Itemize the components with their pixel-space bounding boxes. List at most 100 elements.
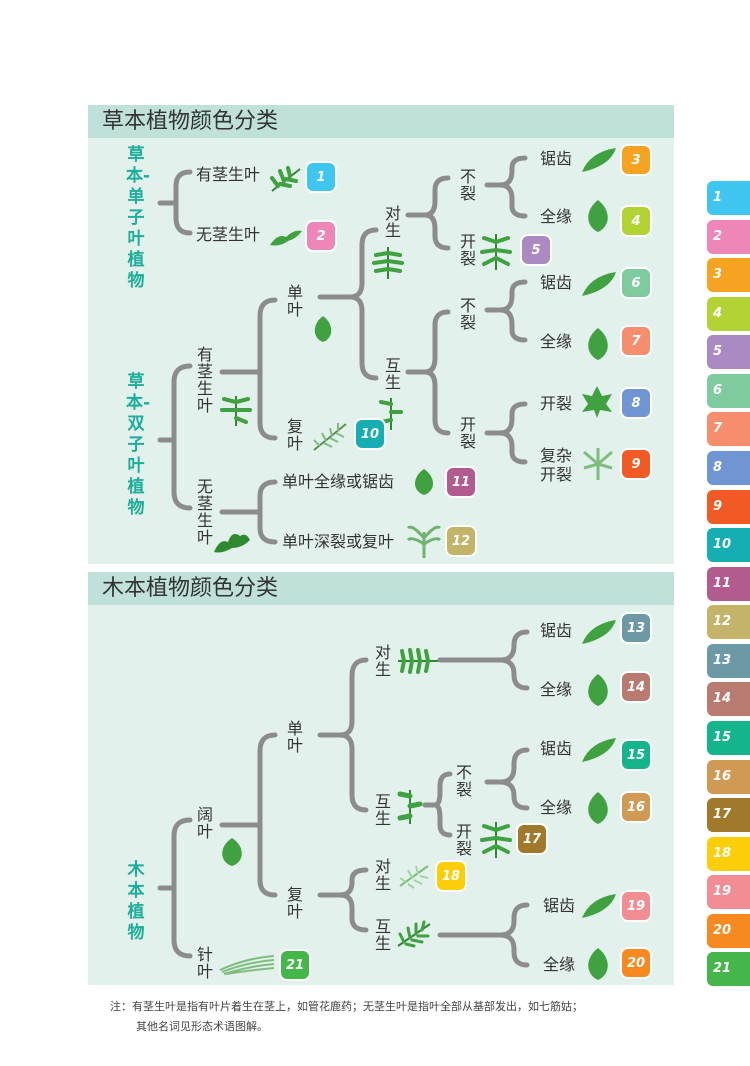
connector [484, 747, 530, 811]
sprig-icon [313, 423, 347, 451]
serrate-label: 锯齿 [540, 149, 573, 168]
opposite-label: 对生 [384, 204, 401, 240]
sprig-icon [397, 920, 431, 948]
herb-section-body [88, 138, 674, 564]
serrate-label: 锯齿 [543, 896, 576, 915]
simple-leaf-label: 单叶 [286, 283, 303, 319]
color-badge-19: 19 [622, 892, 650, 920]
color-index-tab-10[interactable]: 10 [707, 528, 750, 562]
color-index-tab-19[interactable]: 19 [707, 875, 750, 909]
color-index-tab-4[interactable]: 4 [707, 297, 750, 331]
not-split-label: 不裂 [459, 296, 476, 332]
color-index-tab-16[interactable]: 16 [707, 760, 750, 794]
connector [219, 479, 278, 545]
color-badge-16: 16 [622, 793, 650, 821]
herb-section-heading: 草本植物颜色分类 [88, 105, 674, 138]
dicot-stem-leaf-label: 有茎生叶 [196, 345, 213, 415]
color-index-tab-20[interactable]: 20 [707, 914, 750, 948]
serrate-label: 锯齿 [540, 273, 573, 292]
connector [437, 902, 530, 968]
tab-label: 草本-双子叶植物 [322, 38, 441, 57]
color-index-tab-21[interactable]: 21 [707, 952, 750, 986]
connector [317, 867, 369, 933]
tab-herb-dicot[interactable]: 草本-双子叶植物 [258, 0, 505, 61]
sprig-icon [582, 386, 612, 418]
split-label: 开裂 [459, 415, 476, 451]
alternate-label: 互生 [374, 792, 391, 828]
color-badge-17: 17 [518, 825, 546, 853]
sprig-icon [214, 534, 250, 553]
entire-label: 全缘 [540, 332, 573, 351]
color-index-tab-7[interactable]: 7 [707, 412, 750, 446]
leaf-icon [415, 469, 433, 495]
color-index-tab-8[interactable]: 8 [707, 451, 750, 485]
color-badge-1: 1 [307, 163, 335, 191]
connector [405, 175, 451, 251]
color-badge-12: 12 [447, 527, 475, 555]
complex-cleft-label: 复杂开裂 [540, 446, 573, 484]
tab-herb-monocot[interactable]: 草本-单子叶植物 [0, 0, 253, 61]
connector [484, 401, 528, 465]
compound-leaf-label: 复叶 [286, 885, 303, 921]
sprig-icon [406, 525, 442, 558]
color-index-tab-14[interactable]: 14 [707, 682, 750, 716]
color-index-tab-17[interactable]: 17 [707, 798, 750, 832]
connector [219, 732, 278, 898]
monocot-title: 草本-单子叶植物 [126, 145, 151, 291]
opposite-label: 对生 [374, 857, 391, 893]
color-badge-5: 5 [522, 236, 550, 264]
not-split-label: 不裂 [455, 763, 472, 799]
color-index-tab-15[interactable]: 15 [707, 721, 750, 755]
color-index-tab-13[interactable]: 13 [707, 644, 750, 678]
connector [157, 169, 193, 236]
wood-section-heading: 木本植物颜色分类 [88, 572, 674, 605]
color-badge-3: 3 [622, 146, 650, 174]
color-index-tab-18[interactable]: 18 [707, 837, 750, 871]
connector [405, 309, 451, 436]
connector [422, 771, 453, 838]
split-label: 开裂 [455, 822, 472, 858]
wood-section-body [88, 605, 674, 985]
color-badge-14: 14 [622, 673, 650, 701]
sprig-icon [372, 247, 404, 279]
simple-leaf-label: 单叶 [286, 719, 303, 755]
broadleaf-label: 阔叶 [196, 805, 213, 841]
sprig-icon [480, 234, 512, 270]
color-index-tab-6[interactable]: 6 [707, 374, 750, 408]
dicot-title: 草本-双子叶植物 [126, 372, 151, 518]
sprig-icon [582, 148, 616, 172]
compound-leaf-label: 复叶 [286, 417, 303, 453]
color-index-tab-2[interactable]: 2 [707, 220, 750, 254]
no-stem-leaf-label: 无茎生叶 [196, 225, 261, 244]
tab-label: 木本植物 [597, 38, 662, 57]
not-split-label: 不裂 [459, 167, 476, 203]
connector [484, 279, 528, 343]
sprig-icon [398, 648, 438, 674]
color-index-tab-9[interactable]: 9 [707, 490, 750, 524]
serrate-label: 锯齿 [540, 739, 573, 758]
leaf-icon [588, 792, 608, 824]
footnote-line-2: 其他名词见形态术语图解。 [136, 1020, 268, 1033]
color-index-tab-11[interactable]: 11 [707, 567, 750, 601]
footnote-line-1: 注：有茎生叶是指有叶片着生在茎上，如管花鹿药；无茎生叶是指叶全部从基部发出，如七… [110, 1000, 583, 1013]
color-badge-9: 9 [622, 450, 650, 478]
simple-deep-or-compound-label: 单叶深裂或复叶 [282, 532, 395, 551]
color-badge-7: 7 [622, 327, 650, 355]
tab-woody[interactable]: 木本植物 [510, 0, 750, 61]
leaf-icon [314, 316, 332, 342]
entire-label: 全缘 [543, 955, 576, 974]
color-badge-6: 6 [622, 269, 650, 297]
color-badge-20: 20 [622, 949, 650, 977]
stem-leaf-label: 有茎生叶 [196, 165, 261, 184]
serrate-label: 锯齿 [540, 621, 573, 640]
color-index-tab-5[interactable]: 5 [707, 335, 750, 369]
color-index-tab-1[interactable]: 1 [707, 181, 750, 215]
color-badge-21: 21 [281, 951, 309, 979]
entire-label: 全缘 [540, 207, 573, 226]
color-index-tab-3[interactable]: 3 [707, 258, 750, 292]
sprig-icon [397, 790, 423, 824]
color-index-tab-12[interactable]: 12 [707, 605, 750, 639]
alternate-label: 互生 [384, 356, 401, 392]
split-label: 开裂 [459, 232, 476, 268]
